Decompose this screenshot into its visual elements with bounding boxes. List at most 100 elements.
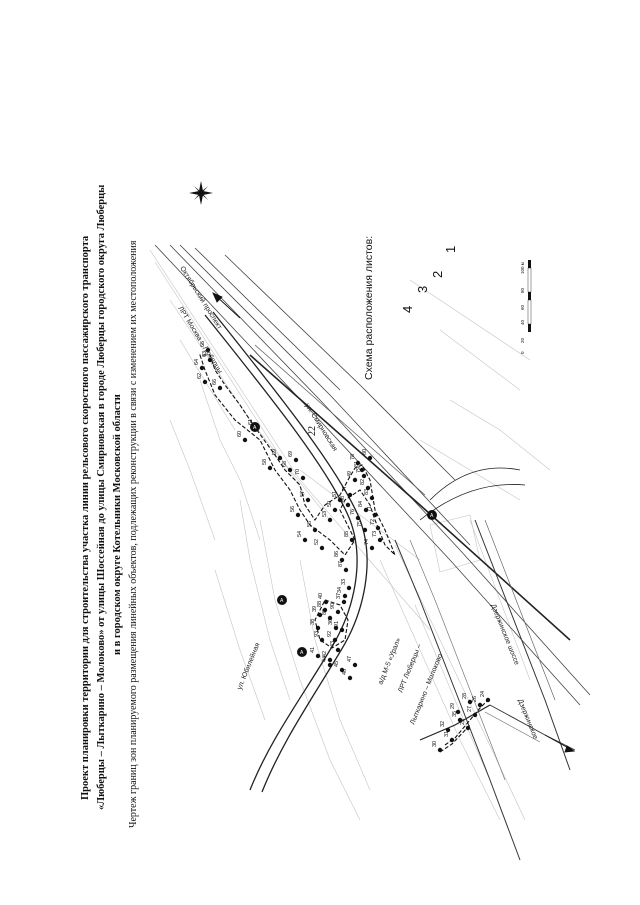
point-label: 45 [334,661,340,667]
boundary-point [347,675,353,681]
point-label: 69 [288,451,294,457]
point-label: 84 [358,501,364,507]
svg-text:A: A [280,598,284,604]
sheet-1: 1 [443,246,458,253]
dzerzhinskoe-road [474,519,571,771]
boundary-point [335,609,341,615]
point-label: 92 [327,631,333,637]
boundary-point [323,599,329,605]
boundary-point [457,717,463,723]
boundary-point [362,527,368,533]
boundary-point [217,385,223,391]
label-m5: а/д М-5 «Урал» [377,637,402,686]
boundary-point [327,615,333,621]
point-label: 33 [341,579,347,585]
point-label: 90 [330,603,336,609]
boundary-point [377,537,383,543]
lrt-lower [419,704,491,741]
point-label: 83 [364,489,370,495]
point-label: 55 [307,521,313,527]
point-label: 72 [370,519,376,525]
boundary-point [355,460,361,466]
sheet-4: 4 [400,306,415,313]
point-label: 75 [357,521,363,527]
point-label: 60 [237,431,243,437]
boundary-point [345,502,351,508]
point-label: 42 [322,651,328,657]
point-label: 53 [322,511,328,517]
point-label: 24 [480,691,486,697]
scale-label-60: 60 [520,304,525,310]
boundary-point [339,627,345,633]
boundary-point [485,697,491,703]
point-label: 46 [342,669,348,675]
point-label: 70 [295,469,301,475]
point-label: 37 [336,593,342,599]
boundary-point [352,662,358,668]
point-label: 59 [272,449,278,455]
point-label: 54 [297,531,303,537]
point-label: 50 [327,501,333,507]
boundary-point [465,725,471,731]
point-label: 89 [322,609,328,615]
point-label: 26 [472,696,478,702]
point-label: 34 [337,587,343,593]
boundary-point [205,347,211,353]
sheet-3: 3 [415,286,430,293]
point-label: 78 [350,454,356,460]
boundary-point [267,465,273,471]
boundary-point [337,497,343,503]
point-label: 28 [462,693,468,699]
boundary-point [477,702,483,708]
point-label: 64 [194,359,200,365]
boundary-point [437,747,443,753]
point-label: 35 [452,711,458,717]
boundary-point [335,647,341,653]
sheet-2: 2 [430,271,445,278]
boundary-point [341,599,347,605]
point-label: 91 [334,621,340,627]
point-label: 36 [328,619,334,625]
point-label: 80 [362,449,368,455]
boundary-point [327,657,333,663]
scale-label-0: 0 [520,351,525,354]
boundary-point [339,667,345,673]
label-lrt-moscow: ЛРТ Москва – Люберцы [176,305,224,375]
boundary-point [277,455,283,461]
boundary-point [305,497,311,503]
svg-text:A: A [300,650,304,656]
boundary-point [449,737,455,743]
point-label: 39 [312,606,318,612]
boundary-point [302,537,308,543]
boundary-point [202,379,208,385]
scale-label-100: 100 м [520,262,525,274]
boundary-point [372,512,378,518]
boundary-point [332,507,338,513]
point-label: 76 [350,509,356,515]
point-label: 29 [450,703,456,709]
boundary-point [445,727,451,733]
point-label: 57 [300,491,306,497]
boundary-point [293,457,299,463]
compass-icon [189,181,213,205]
direction-arrow-bottom [544,734,576,753]
point-label: 58 [262,459,268,465]
boundary-point [375,525,381,531]
boundary-point [312,527,318,533]
scale-label-40: 40 [520,319,525,325]
boundary-point [349,537,355,543]
point-label: 41 [310,647,316,653]
point-label: 63 [202,351,208,357]
boundary-point [343,567,349,573]
label-lrt-lytkarino: ЛРТ Люберцы – [396,643,423,694]
marker-a-2: A [277,595,287,605]
point-label: 31 [444,731,450,737]
point-label: 51 [332,491,338,497]
boundary-point [317,612,323,618]
point-label: 86 [334,551,340,557]
point-label: 66 [212,379,218,385]
boundary-point [327,662,333,668]
point-label: 79 [356,467,362,473]
boundary-point [359,467,365,473]
